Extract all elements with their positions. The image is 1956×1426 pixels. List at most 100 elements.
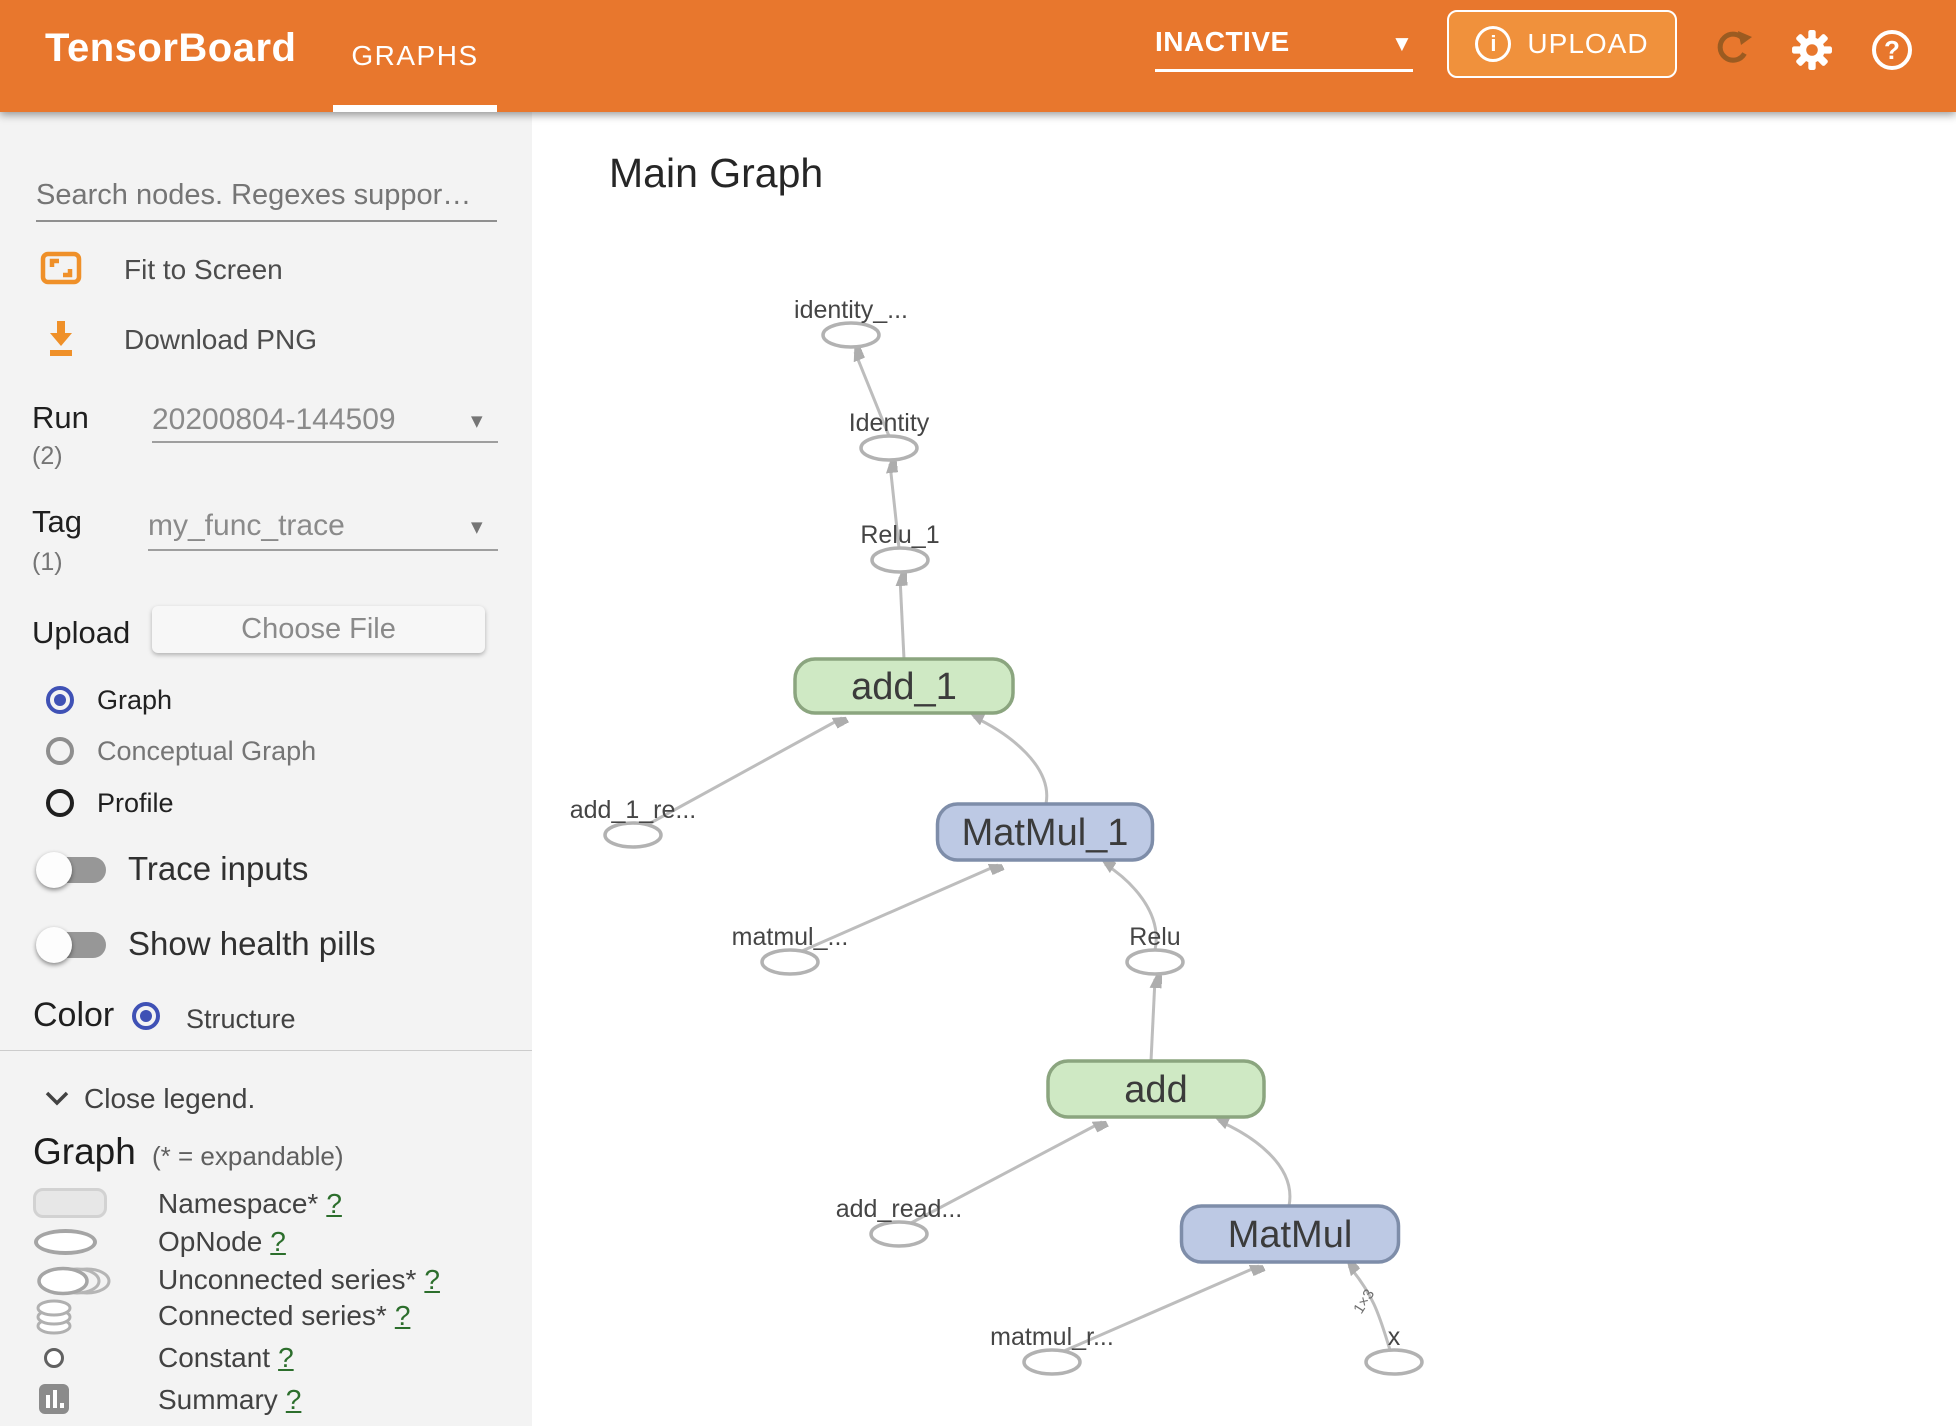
show-health-pills-toggle[interactable] xyxy=(36,927,106,963)
svg-text:add_1: add_1 xyxy=(851,666,957,708)
radio-profile[interactable] xyxy=(46,789,74,817)
legend-panel: Close legend. Graph (* = expandable) Nam… xyxy=(0,1050,532,1426)
help-icon[interactable]: ? xyxy=(1872,30,1912,70)
graph-ellipse-node[interactable]: matmul_... xyxy=(732,923,849,976)
graph-op-node[interactable]: add xyxy=(1046,1059,1266,1119)
search-input[interactable] xyxy=(36,170,497,222)
tab-graphs-label: GRAPHS xyxy=(351,40,479,71)
page-title: Main Graph xyxy=(609,150,824,196)
fit-to-screen-button[interactable]: Fit to Screen xyxy=(0,246,532,294)
svg-text:matmul_...: matmul_... xyxy=(732,923,849,951)
sidebar: Fit to Screen Download PNG Run (2) 20200… xyxy=(0,112,532,1426)
color-structure-label: Structure xyxy=(186,1004,296,1034)
graph-op-node[interactable]: add_1 xyxy=(793,657,1015,715)
svg-text:MatMul: MatMul xyxy=(1228,1214,1353,1256)
app-header: TensorBoard GRAPHS INACTIVE ▼ i UPLOAD xyxy=(0,0,1956,112)
unconnected-series-help-link[interactable]: ? xyxy=(424,1264,440,1295)
run-count: (2) xyxy=(32,442,63,470)
svg-text:matmul_r...: matmul_r... xyxy=(990,1323,1114,1351)
graph-edge xyxy=(1219,1121,1292,1207)
run-dropdown[interactable]: 20200804-144509 xyxy=(152,403,396,436)
constant-help-link[interactable]: ? xyxy=(278,1342,294,1373)
refresh-icon[interactable] xyxy=(1713,28,1753,73)
graph-edge xyxy=(644,718,842,828)
graph-ellipse-node[interactable]: add_1_re... xyxy=(570,796,697,849)
svg-text:x: x xyxy=(1388,1323,1401,1351)
upload-button[interactable]: i UPLOAD xyxy=(1447,10,1677,78)
tag-label: Tag xyxy=(32,504,82,539)
radio-graph[interactable] xyxy=(46,686,74,714)
status-dropdown[interactable]: INACTIVE ▼ xyxy=(1155,26,1413,72)
radio-row-conceptual-graph: Conceptual Graph xyxy=(0,733,532,769)
constant-swatch-icon xyxy=(44,1348,64,1368)
graph-ellipse-node[interactable]: x xyxy=(1364,1323,1424,1376)
status-dropdown-underline xyxy=(1155,69,1413,72)
namespace-help-link[interactable]: ? xyxy=(326,1188,342,1219)
gear-icon[interactable] xyxy=(1791,29,1833,76)
graph-ellipse-node[interactable]: Relu xyxy=(1125,923,1185,976)
svg-text:add_1_re...: add_1_re... xyxy=(570,796,697,824)
close-legend-button[interactable]: Close legend. xyxy=(0,1079,532,1119)
legend-item-opnode: OpNode? xyxy=(0,1223,532,1261)
trace-inputs-toggle[interactable] xyxy=(36,852,106,888)
opnode-swatch-icon xyxy=(34,1229,97,1255)
svg-text:add_read...: add_read... xyxy=(836,1195,963,1223)
svg-text:identity_...: identity_... xyxy=(794,296,908,324)
summary-help-link[interactable]: ? xyxy=(285,1384,302,1415)
legend-heading: Graph xyxy=(33,1131,136,1172)
upload-row-label: Upload xyxy=(32,615,131,650)
graph-ellipse-node[interactable]: Identity xyxy=(849,409,930,462)
graph-ellipse-node[interactable]: add_read... xyxy=(836,1195,963,1248)
graph-edge xyxy=(900,577,904,660)
graph-edge xyxy=(1063,1264,1259,1353)
download-png-button[interactable]: Download PNG xyxy=(0,316,532,364)
legend-item-connected-series: Connected series*? xyxy=(0,1297,532,1335)
legend-expandable-note: (* = expandable) xyxy=(152,1141,344,1171)
svg-text:Identity: Identity xyxy=(849,409,930,437)
summary-swatch-icon xyxy=(39,1384,69,1414)
help-icon-glyph: ? xyxy=(1884,34,1900,65)
run-dropdown-caret-icon[interactable]: ▼ xyxy=(471,412,483,430)
edge-shape-annotation: 1×3 xyxy=(1350,1286,1378,1317)
graph-edge xyxy=(801,863,998,953)
tab-graphs[interactable]: GRAPHS xyxy=(333,0,497,112)
connected-series-help-link[interactable]: ? xyxy=(394,1300,411,1331)
graph-edge xyxy=(853,352,891,437)
legend-item-label: Constant xyxy=(158,1342,271,1373)
trace-inputs-label: Trace inputs xyxy=(128,850,309,887)
graph-op-node[interactable]: MatMul xyxy=(1179,1204,1401,1264)
graph-edge xyxy=(910,1122,1102,1225)
graph-op-node[interactable]: MatMul_1 xyxy=(935,802,1155,862)
app-logo: TensorBoard xyxy=(45,26,297,70)
graph-ellipse-node[interactable]: Relu_1 xyxy=(860,521,940,574)
graph-edge xyxy=(890,464,901,549)
graph-ellipse-node[interactable]: matmul_r... xyxy=(990,1323,1114,1376)
legend-item-label: Summary xyxy=(158,1384,278,1415)
connected-series-swatch-icon xyxy=(36,1299,72,1335)
tag-count: (1) xyxy=(32,548,63,576)
show-health-pills-label: Show health pills xyxy=(128,925,376,962)
close-legend-label: Close legend. xyxy=(84,1083,256,1114)
svg-text:Relu_1: Relu_1 xyxy=(860,521,939,549)
radio-conceptual-graph[interactable] xyxy=(46,737,74,765)
run-dropdown-underline xyxy=(152,441,498,443)
radio-conceptual-graph-label: Conceptual Graph xyxy=(97,735,317,766)
tag-dropdown-underline xyxy=(148,549,498,551)
toggle-row-trace-inputs: Trace inputs xyxy=(0,846,532,894)
graph-ellipse-node[interactable]: identity_... xyxy=(794,296,908,349)
tag-dropdown-caret-icon[interactable]: ▼ xyxy=(471,518,483,536)
choose-file-button[interactable]: Choose File xyxy=(152,606,485,653)
toggle-thumb xyxy=(36,927,72,963)
tag-dropdown[interactable]: my_func_trace xyxy=(148,509,345,542)
download-icon xyxy=(44,318,78,363)
radio-color-structure[interactable] xyxy=(132,1002,160,1030)
legend-item-unconnected-series: Unconnected series*? xyxy=(0,1261,532,1299)
unconnected-series-swatch-icon xyxy=(37,1266,111,1296)
legend-item-label: Namespace* xyxy=(158,1188,319,1219)
legend-item-label: Connected series* xyxy=(158,1300,387,1331)
upload-button-label: UPLOAD xyxy=(1527,28,1649,59)
legend-item-constant: Constant? xyxy=(0,1339,532,1377)
radio-graph-label: Graph xyxy=(97,684,173,715)
opnode-help-link[interactable]: ? xyxy=(270,1226,286,1257)
